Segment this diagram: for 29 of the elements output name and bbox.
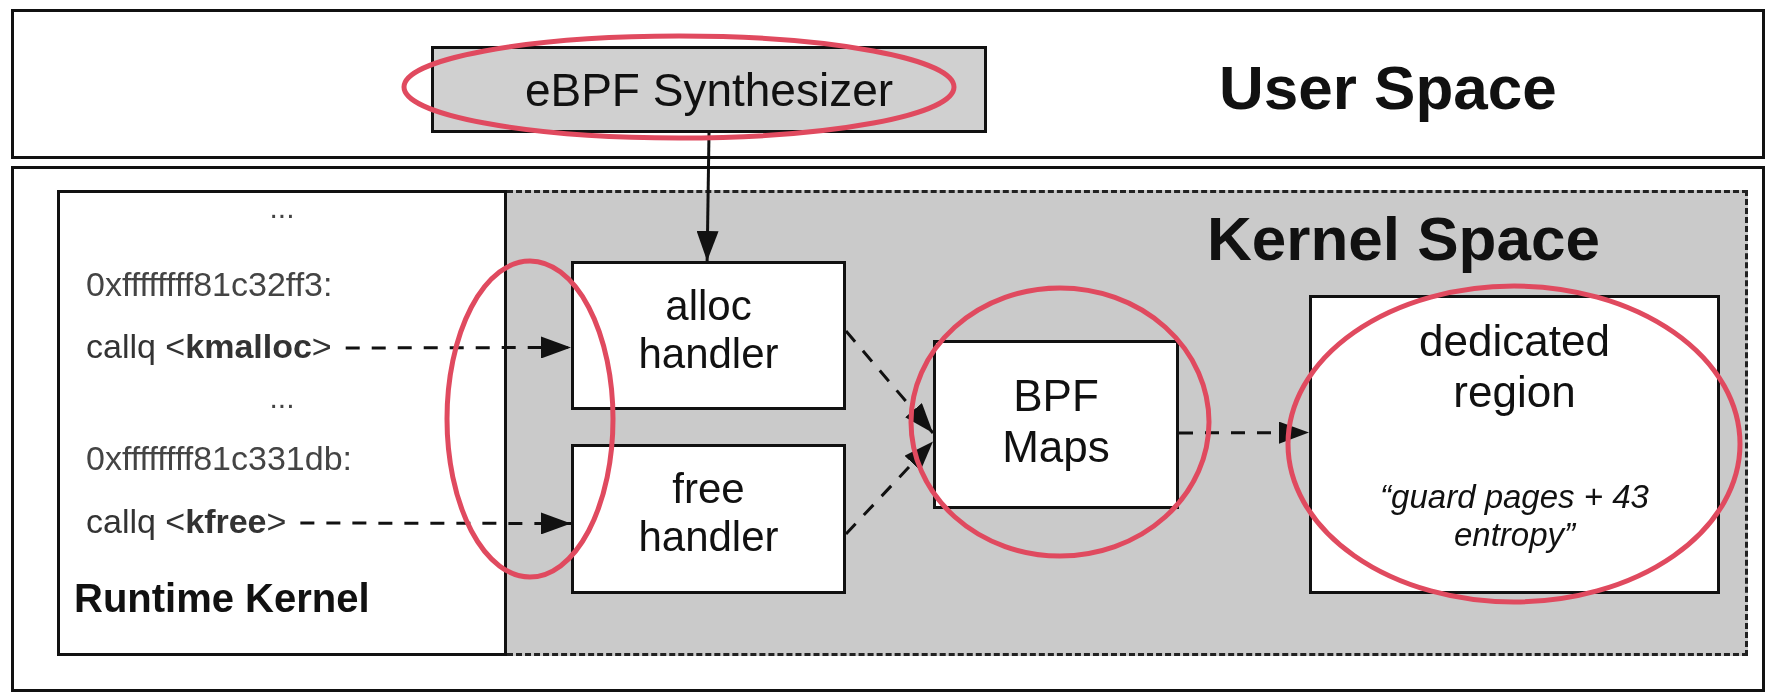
arrow [345, 336, 571, 359]
arrow [1179, 421, 1309, 444]
section-title: User Space [1219, 52, 1557, 124]
address-text: 0xffffffff81c32ff3: [86, 265, 333, 305]
box-label: dedicated region [1418, 316, 1611, 418]
note-text: “guard pages + 43 entropy” [1379, 478, 1650, 554]
handler-box [571, 444, 846, 594]
call-instruction: callq <kfree> [86, 501, 287, 542]
box-label: eBPF Synthesizer [523, 64, 895, 117]
kernel-space-region [507, 190, 1748, 656]
call-instruction: callq <kmalloc> [86, 326, 332, 367]
region-box [1309, 295, 1720, 594]
address-text: 0xffffffff81c331db: [86, 439, 352, 479]
maps-box [933, 340, 1179, 509]
handler-box [571, 261, 846, 410]
arrow [844, 330, 935, 434]
box-label: BPF Maps [1001, 371, 1111, 473]
ellipsis-text: ... [268, 191, 296, 226]
runtime-kernel-panel [57, 190, 507, 656]
arrow [844, 440, 935, 536]
panel-title: Runtime Kernel [74, 575, 370, 621]
box-label: free handler [637, 465, 780, 562]
process-box [431, 46, 987, 133]
user-space-band [11, 9, 1765, 159]
ellipsis-text: ... [268, 381, 296, 416]
box-label: alloc handler [637, 282, 780, 379]
arrow [696, 132, 719, 262]
arrow [300, 512, 571, 535]
section-title: Kernel Space [1207, 203, 1600, 275]
